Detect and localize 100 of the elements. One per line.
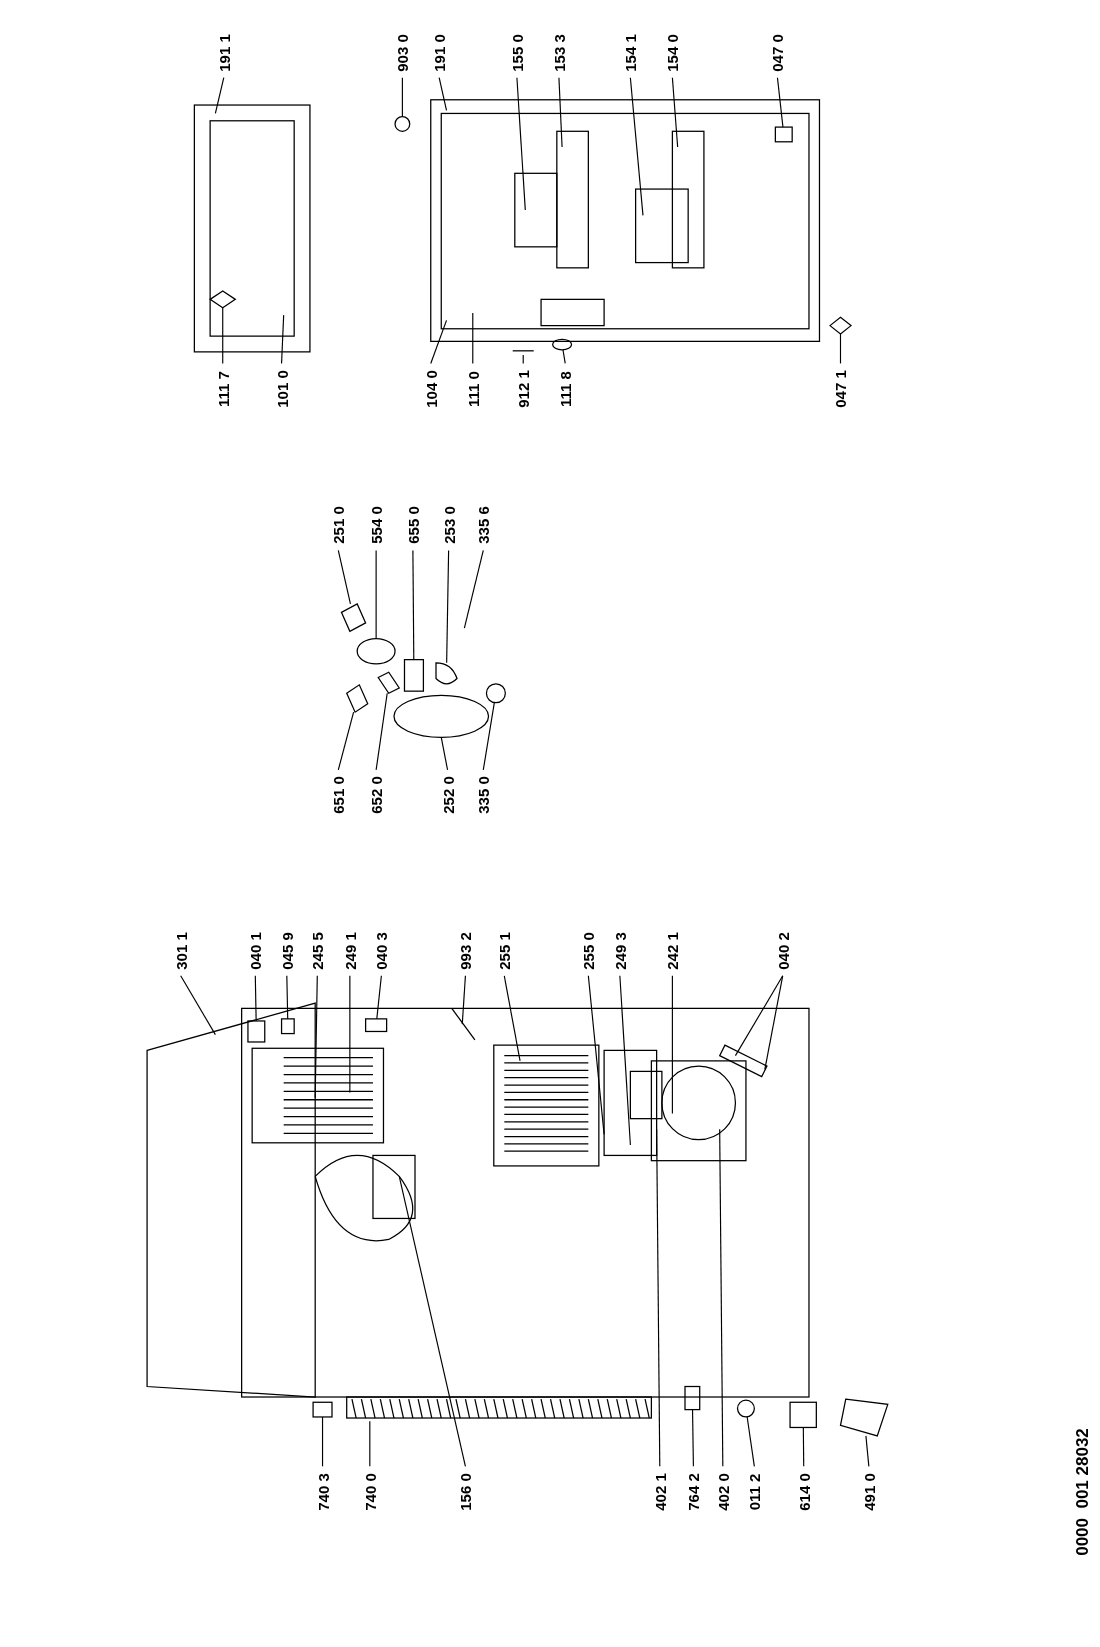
callout-number: 614 0 [796, 1473, 812, 1511]
part-drawing [485, 683, 506, 704]
leader-line [691, 1409, 694, 1467]
callout-number: 335 0 [475, 776, 491, 815]
leader-line [482, 702, 495, 771]
leader-line [839, 333, 842, 364]
callout-number: 652 0 [368, 776, 384, 815]
leader-line [516, 77, 526, 211]
callout-number: 191 0 [431, 33, 447, 72]
leader-line [375, 549, 377, 640]
part-drawing [403, 659, 425, 692]
callout-number: 111 0 [465, 370, 481, 407]
part-drawing [552, 338, 573, 351]
leader-line [369, 1420, 371, 1467]
part-drawing [435, 662, 458, 685]
callout-number: 154 1 [622, 33, 638, 72]
part-drawing [209, 290, 237, 309]
leader-line [314, 975, 318, 1099]
leader-line [671, 975, 673, 1114]
leader-line [376, 975, 382, 1020]
part-drawing [789, 1401, 817, 1429]
leader-line [503, 975, 521, 1062]
callout-number: 402 0 [715, 1473, 731, 1511]
leader-line [254, 975, 257, 1022]
leader-line [865, 1435, 870, 1467]
leader-line [286, 975, 289, 1020]
part-drawing [377, 671, 401, 695]
part-drawing [774, 126, 793, 143]
leader-line [522, 354, 524, 364]
leader-line [321, 1416, 324, 1467]
leader-line [463, 549, 484, 629]
part-drawing [839, 1398, 889, 1437]
part-drawing [345, 683, 369, 714]
callout-number: 153 3 [551, 33, 567, 72]
callout-number: 249 3 [612, 932, 628, 970]
callout-number: 402 1 [652, 1473, 668, 1511]
leader-line [587, 975, 605, 1135]
leader-line [281, 314, 285, 364]
leader-line [671, 77, 679, 148]
callout-number: 111 8 [557, 370, 573, 407]
callout-number: 245 5 [309, 932, 325, 970]
leader-line [629, 77, 644, 216]
leader-line [734, 975, 784, 1057]
callout-number: 651 0 [330, 776, 346, 815]
callout-number: 252 0 [440, 776, 456, 815]
callout-number: 111 7 [215, 370, 231, 407]
callout-number: 101 0 [274, 369, 290, 408]
callout-number: 040 3 [373, 932, 389, 970]
callout-number: 993 2 [457, 932, 473, 970]
callout-number: 740 0 [362, 1473, 378, 1511]
leader-line [776, 77, 784, 128]
callout-number: 301 1 [173, 932, 189, 970]
callout-number: 903 0 [394, 33, 410, 72]
callout-number: 249 1 [342, 932, 358, 970]
callout-number: 047 0 [769, 33, 785, 72]
callout-number: 011 2 [746, 1473, 762, 1511]
callout-number: 040 2 [775, 932, 791, 970]
leader-line [719, 1128, 724, 1467]
leader-line [764, 975, 784, 1070]
callout-number: 255 0 [580, 932, 596, 970]
leader-line [222, 307, 224, 364]
leader-line [619, 975, 631, 1146]
leader-line [802, 1426, 805, 1467]
callout-number: 255 1 [496, 932, 512, 970]
callout-number: 242 1 [664, 932, 680, 970]
callout-number: 251 0 [330, 506, 346, 545]
callout-number: 491 0 [861, 1473, 877, 1511]
leader-line [558, 77, 563, 148]
leader-line [461, 975, 466, 1025]
callout-number: 154 0 [664, 33, 680, 72]
leader-line [656, 1128, 661, 1467]
callout-number: 912 1 [515, 369, 531, 408]
part-drawing [365, 1018, 388, 1033]
part-drawing [356, 638, 396, 665]
leader-line [214, 77, 225, 114]
leader-line [440, 736, 449, 771]
leader-line [401, 77, 403, 118]
leader-line [180, 975, 216, 1036]
leader-line [398, 1175, 466, 1467]
leader-line [562, 349, 566, 364]
callout-number: 335 6 [475, 506, 491, 545]
part-drawing [280, 1018, 295, 1035]
part-drawing [394, 115, 411, 132]
leader-line [430, 319, 448, 364]
callout-number: 040 1 [247, 932, 263, 970]
callout-number: 191 1 [216, 33, 232, 72]
part-drawing [247, 1020, 266, 1043]
part-drawing [829, 316, 852, 335]
leader-line [438, 77, 448, 111]
leader-line [349, 975, 351, 1093]
callout-number: 047 1 [833, 369, 848, 408]
callout-number: 655 0 [405, 506, 421, 545]
callout-number: 155 0 [509, 33, 525, 72]
drawing-number: 0000 001 28032 [1073, 1428, 1091, 1556]
callout-number: 253 0 [441, 506, 457, 545]
callout-number: 045 9 [279, 932, 295, 970]
callout-number: 740 3 [315, 1473, 331, 1511]
part-drawing [684, 1385, 701, 1411]
part-drawing [736, 1399, 755, 1418]
leader-line [337, 711, 355, 771]
